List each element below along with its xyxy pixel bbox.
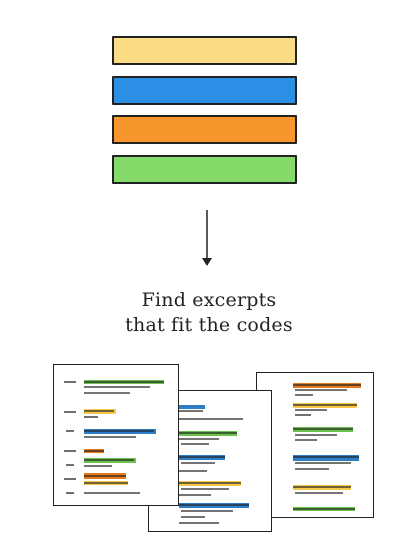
document-right-lines bbox=[293, 383, 361, 511]
caption-line-2: that fit the codes bbox=[125, 314, 293, 336]
code-bar-yellow bbox=[112, 36, 297, 65]
document-left bbox=[53, 364, 179, 506]
caption-line-1: Find excerpts bbox=[141, 289, 277, 311]
document-left-lines bbox=[64, 380, 164, 494]
caption: Find excerpts that fit the codes bbox=[0, 288, 418, 338]
code-bar-blue bbox=[112, 76, 297, 105]
code-bar-green bbox=[112, 155, 297, 184]
document-right bbox=[256, 372, 374, 518]
code-bar-orange bbox=[112, 115, 297, 144]
down-arrow-icon bbox=[202, 210, 212, 266]
document-middle-lines bbox=[179, 405, 249, 524]
